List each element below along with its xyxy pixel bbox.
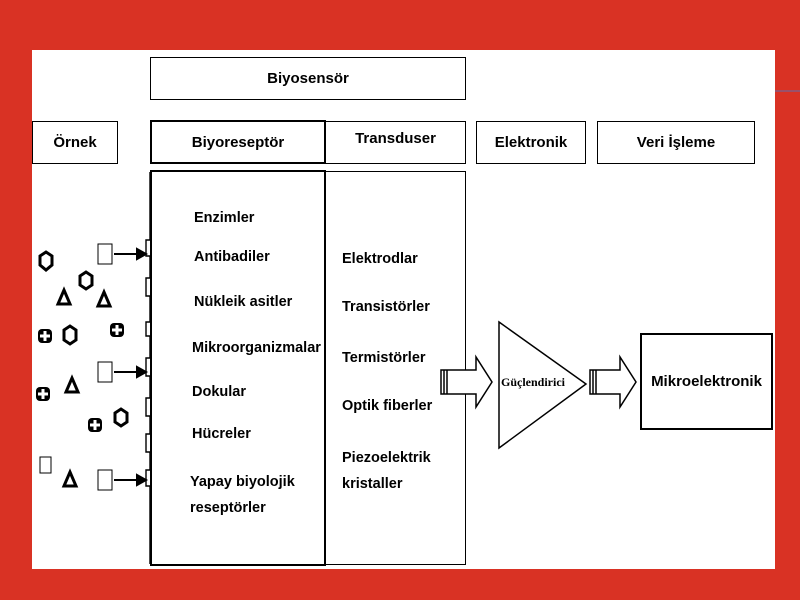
square-icon <box>97 469 113 491</box>
receptor-notches <box>145 172 151 564</box>
bioreceptor-artificial-line2: reseptörler <box>190 500 266 516</box>
microelectronics-box: Mikroelektronik <box>640 333 773 430</box>
triangle-icon <box>95 288 113 308</box>
bioreceptor-artificial-line1: Yapay biyolojik <box>190 474 295 490</box>
triangle-icon <box>55 286 73 306</box>
sample-header-label: Örnek <box>53 134 97 151</box>
hexagon-icon <box>113 407 129 428</box>
square-icon <box>39 456 52 474</box>
sample-crosses <box>36 323 124 432</box>
block-arrow-2 <box>589 354 637 410</box>
data-processing-header-label: Veri İşleme <box>636 134 716 151</box>
square-icon <box>97 361 113 383</box>
square-icon <box>97 243 113 265</box>
receptor-arrows <box>114 247 149 487</box>
transducer-electrodes: Elektrodlar <box>342 251 418 267</box>
bioreceptor-tissues: Dokular <box>192 384 246 400</box>
bioreceptor-antibodies: Antibadiler <box>194 249 270 265</box>
arrow-right-icon <box>114 365 149 379</box>
biosensor-header-label: Biyosensör <box>267 70 349 87</box>
bioreceptor-cells: Hücreler <box>192 426 251 442</box>
microelectronics-label: Mikroelektronik <box>651 373 762 390</box>
transducer-column <box>325 171 466 565</box>
arrow-right-icon <box>114 247 149 261</box>
block-arrow-1 <box>440 354 493 410</box>
hexagon-icon <box>38 250 54 272</box>
cross-icon <box>38 329 52 343</box>
cross-icon <box>36 387 50 401</box>
electronics-header-label: Elektronik <box>494 134 568 151</box>
bioreceptor-header: Biyoreseptör <box>150 120 326 164</box>
transducer-piezo-line1: Piezoelektrik <box>342 450 431 466</box>
cross-icon <box>88 418 102 432</box>
triangle-icon <box>63 374 81 394</box>
biosensor-header: Biyosensör <box>150 57 466 100</box>
data-processing-header: Veri İşleme <box>597 121 755 164</box>
amplifier-triangle <box>498 320 588 450</box>
bioreceptor-nucleic-acids: Nükleik asitler <box>194 294 293 310</box>
transducer-header: Transduser <box>325 121 466 164</box>
cross-icon <box>110 323 124 337</box>
bioreceptor-microorganisms: Mikroorganizmalar <box>192 340 321 356</box>
sample-header: Örnek <box>32 121 118 164</box>
sample-squares <box>39 243 113 491</box>
bioreceptor-column <box>150 170 326 566</box>
sample-triangles <box>55 286 113 488</box>
bioreceptor-header-label: Biyoreseptör <box>191 133 285 151</box>
hexagon-icon <box>62 324 78 346</box>
transducer-transistors: Transistörler <box>342 299 430 315</box>
transducer-thermistors: Termistörler <box>342 350 426 366</box>
bioreceptor-enzymes: Enzimler <box>194 210 255 226</box>
electronics-header: Elektronik <box>476 121 586 164</box>
hexagon-icon <box>78 270 94 291</box>
arrow-right-icon <box>114 473 149 487</box>
transducer-optical-fibers: Optik fiberler <box>342 398 433 414</box>
transducer-piezo-line2: kristaller <box>342 476 403 492</box>
triangle-icon <box>61 468 79 488</box>
amplifier-label: Güçlendirici <box>501 375 565 389</box>
transducer-header-label: Transduser <box>355 130 436 147</box>
sample-hexagons <box>38 250 129 428</box>
